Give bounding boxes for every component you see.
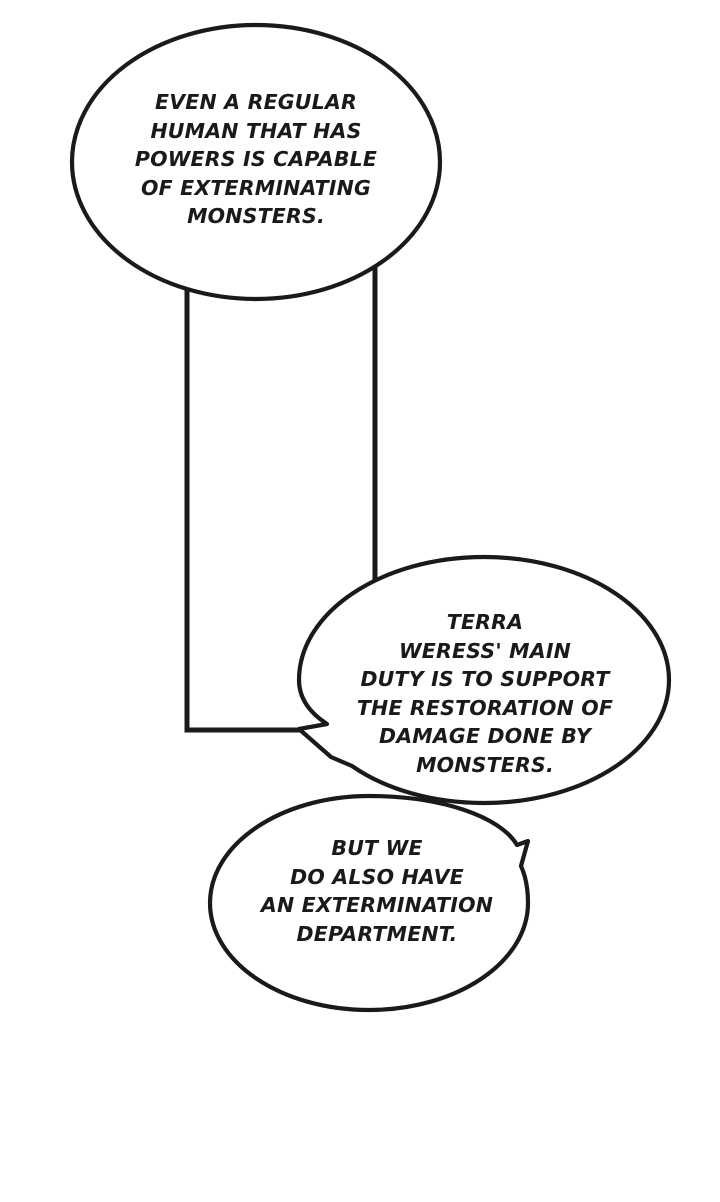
speech-bubble-1-tail (184, 250, 378, 733)
speech-bubble-3-outline (207, 793, 531, 1013)
speech-bubble-1-text: EVEN A REGULAR HUMAN THAT HAS POWERS IS … (134, 90, 378, 228)
speech-bubble-3-text: BUT WE DO ALSO HAVE AN EXTERMINATION DEP… (260, 836, 494, 946)
speech-bubble-2-text: TERRA WERESS' MAIN DUTY IS TO SUPPORT TH… (356, 610, 614, 777)
speech-bubble-1-outline (69, 22, 443, 302)
speech-bubble-2-outline (296, 554, 672, 806)
